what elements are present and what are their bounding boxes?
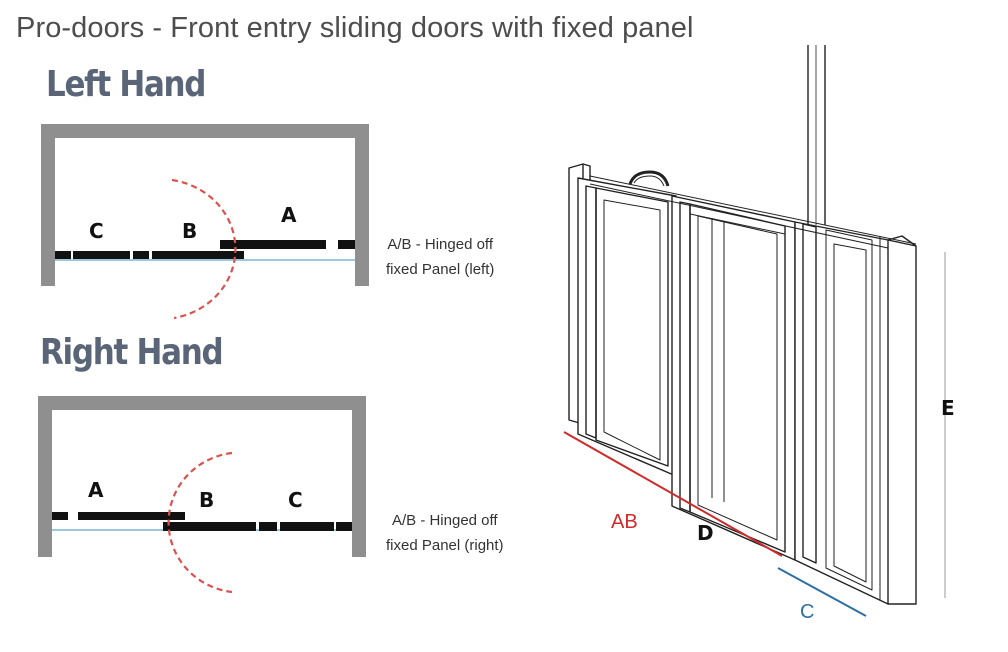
door-illustration <box>568 45 917 605</box>
right-hand-segment-stub <box>52 512 68 520</box>
support-pole <box>807 45 826 225</box>
right-hand-panel-a <box>78 512 185 520</box>
right-hand-segment-end <box>336 522 352 531</box>
right-hand-heading: Right Hand <box>40 332 224 373</box>
label-c: C <box>800 601 814 623</box>
dimension-line-ab <box>563 431 783 557</box>
left-hand-note: A/B - Hinged off fixed Panel (left) <box>386 232 494 282</box>
right-hand-note-line2: fixed Panel (right) <box>386 537 504 554</box>
left-hand-label-a: A <box>281 203 297 227</box>
right-hand-panel-c <box>280 522 334 531</box>
front-door-panel <box>671 195 796 561</box>
right-hand-plan: A B C <box>38 396 366 594</box>
left-hand-swing-arc <box>171 178 237 320</box>
left-hand-segment-stub <box>55 251 71 259</box>
fixed-panel <box>794 221 917 605</box>
right-hand-label-a: A <box>88 478 104 502</box>
rear-door-panel <box>577 170 677 477</box>
label-ab: AB <box>611 511 638 533</box>
top-rail <box>589 175 917 249</box>
right-hand-frame <box>38 396 366 557</box>
left-hand-note-line1: A/B - Hinged off <box>387 236 493 253</box>
left-hand-label-b: B <box>182 219 197 243</box>
right-hand-panel-b <box>163 522 256 531</box>
left-hand-segment-mid <box>133 251 149 259</box>
right-hand-swing-arc <box>167 451 233 594</box>
right-hand-label-b: B <box>199 488 214 512</box>
label-d: D <box>697 521 714 545</box>
right-hand-label-c: C <box>288 488 303 512</box>
page-title: Pro-doors - Front entry sliding doors wi… <box>16 12 694 44</box>
left-hand-label-c: C <box>89 219 104 243</box>
left-hand-panel-b <box>152 251 244 259</box>
left-hand-panel-a <box>220 240 326 249</box>
right-hand-note: A/B - Hinged off fixed Panel (right) <box>386 508 504 558</box>
left-hand-segment-end <box>338 240 355 249</box>
left-hand-heading: Left Hand <box>46 64 206 105</box>
left-hand-panel-c <box>73 251 130 259</box>
left-hand-plan: C B A <box>41 124 369 320</box>
dimension-line-c <box>777 567 867 617</box>
right-hand-segment-mid <box>259 522 277 531</box>
left-hand-note-line2: fixed Panel (left) <box>386 261 495 278</box>
label-e: E <box>941 396 955 420</box>
left-hand-frame <box>41 124 369 286</box>
right-hand-note-line1: A/B - Hinged off <box>391 512 498 529</box>
